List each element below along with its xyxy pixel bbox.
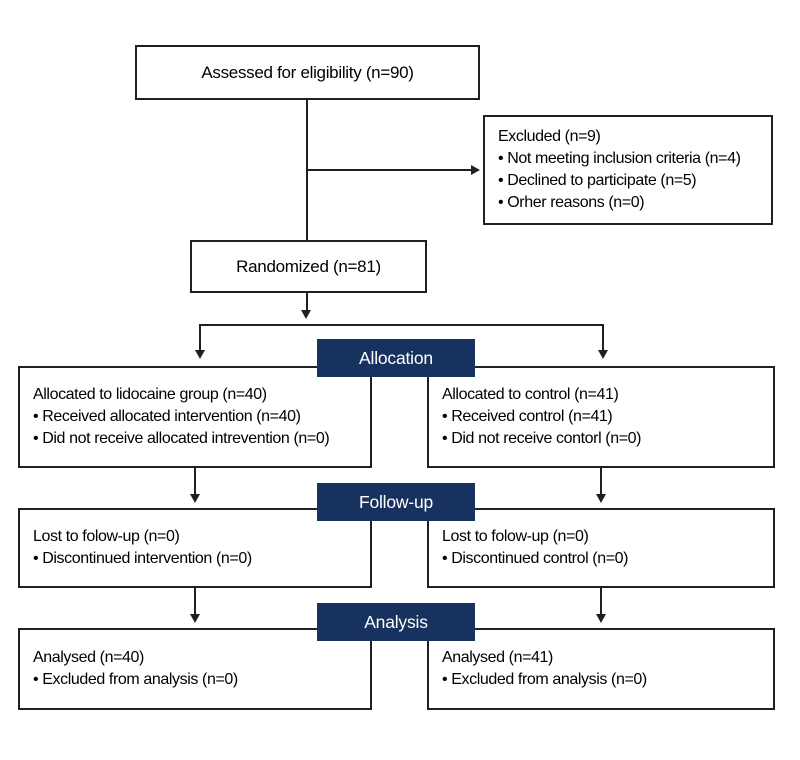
allocation-banner-label: Allocation	[359, 347, 433, 368]
excluded-item: Declined to participate (n=5)	[498, 170, 765, 192]
arrowhead-excluded	[471, 165, 480, 175]
arrowhead-split	[301, 310, 311, 319]
connector-followup-analysis-left	[194, 588, 196, 615]
allocation-banner: Allocation	[317, 339, 475, 377]
arrowhead-analysis-left	[190, 614, 200, 623]
analysis-left-title: Analysed (n=40)	[33, 649, 144, 666]
allocated-control-box: Allocated to control (n=41) Received con…	[427, 366, 775, 468]
excluded-box: Excluded (n=9) Not meeting inclusion cri…	[483, 115, 773, 225]
alloc-left-title: Allocated to lidocaine group (n=40)	[33, 386, 267, 403]
excluded-item: Orher reasons (n=0)	[498, 192, 765, 214]
followup-control-box: Lost to folow-up (n=0) Discontinued cont…	[427, 508, 775, 588]
connector-alloc-followup-right	[600, 468, 602, 495]
analysis-right-title: Analysed (n=41)	[442, 649, 553, 666]
followup-banner-label: Follow-up	[358, 491, 434, 512]
split-line	[199, 324, 604, 326]
split-drop-left	[199, 324, 201, 351]
alloc-left-item: Received allocated intervention (n=40)	[33, 406, 364, 428]
alloc-right-item: Received control (n=41)	[442, 406, 767, 428]
alloc-right-item: Did not receive contorl (n=0)	[442, 428, 767, 450]
randomized-text: Randomized (n=81)	[236, 256, 381, 276]
randomized-box: Randomized (n=81)	[190, 240, 427, 293]
analysis-left-item: Excluded from analysis (n=0)	[33, 669, 364, 691]
excluded-title: Excluded (n=9)	[498, 128, 601, 145]
analysis-banner-label: Analysis	[364, 611, 428, 632]
followup-left-title: Lost to folow-up (n=0)	[33, 528, 180, 545]
arrowhead-followup-right	[596, 494, 606, 503]
arrowhead-alloc-left	[195, 350, 205, 359]
alloc-right-title: Allocated to control (n=41)	[442, 386, 619, 403]
analysis-right-item: Excluded from analysis (n=0)	[442, 669, 767, 691]
analysis-lidocaine-box: Analysed (n=40) Excluded from analysis (…	[18, 628, 372, 710]
assessed-box: Assessed for eligibility (n=90)	[135, 45, 480, 100]
arrowhead-alloc-right	[598, 350, 608, 359]
analysis-banner: Analysis	[317, 603, 475, 641]
connector-randomized-down	[306, 293, 308, 311]
followup-lidocaine-box: Lost to folow-up (n=0) Discontinued inte…	[18, 508, 372, 588]
connector-to-excluded	[307, 169, 471, 171]
connector-alloc-followup-left	[194, 468, 196, 495]
assessed-text: Assessed for eligibility (n=90)	[201, 62, 414, 82]
split-drop-right	[602, 324, 604, 351]
alloc-left-item: Did not receive allocated intrevention (…	[33, 428, 364, 450]
followup-right-title: Lost to folow-up (n=0)	[442, 528, 589, 545]
allocated-lidocaine-box: Allocated to lidocaine group (n=40) Rece…	[18, 366, 372, 468]
followup-left-item: Discontinued intervention (n=0)	[33, 548, 364, 570]
arrowhead-analysis-right	[596, 614, 606, 623]
analysis-control-box: Analysed (n=41) Excluded from analysis (…	[427, 628, 775, 710]
arrowhead-followup-left	[190, 494, 200, 503]
followup-banner: Follow-up	[317, 483, 475, 521]
connector-followup-analysis-right	[600, 588, 602, 615]
followup-right-item: Discontinued control (n=0)	[442, 548, 767, 570]
excluded-item: Not meeting inclusion criteria (n=4)	[498, 148, 765, 170]
